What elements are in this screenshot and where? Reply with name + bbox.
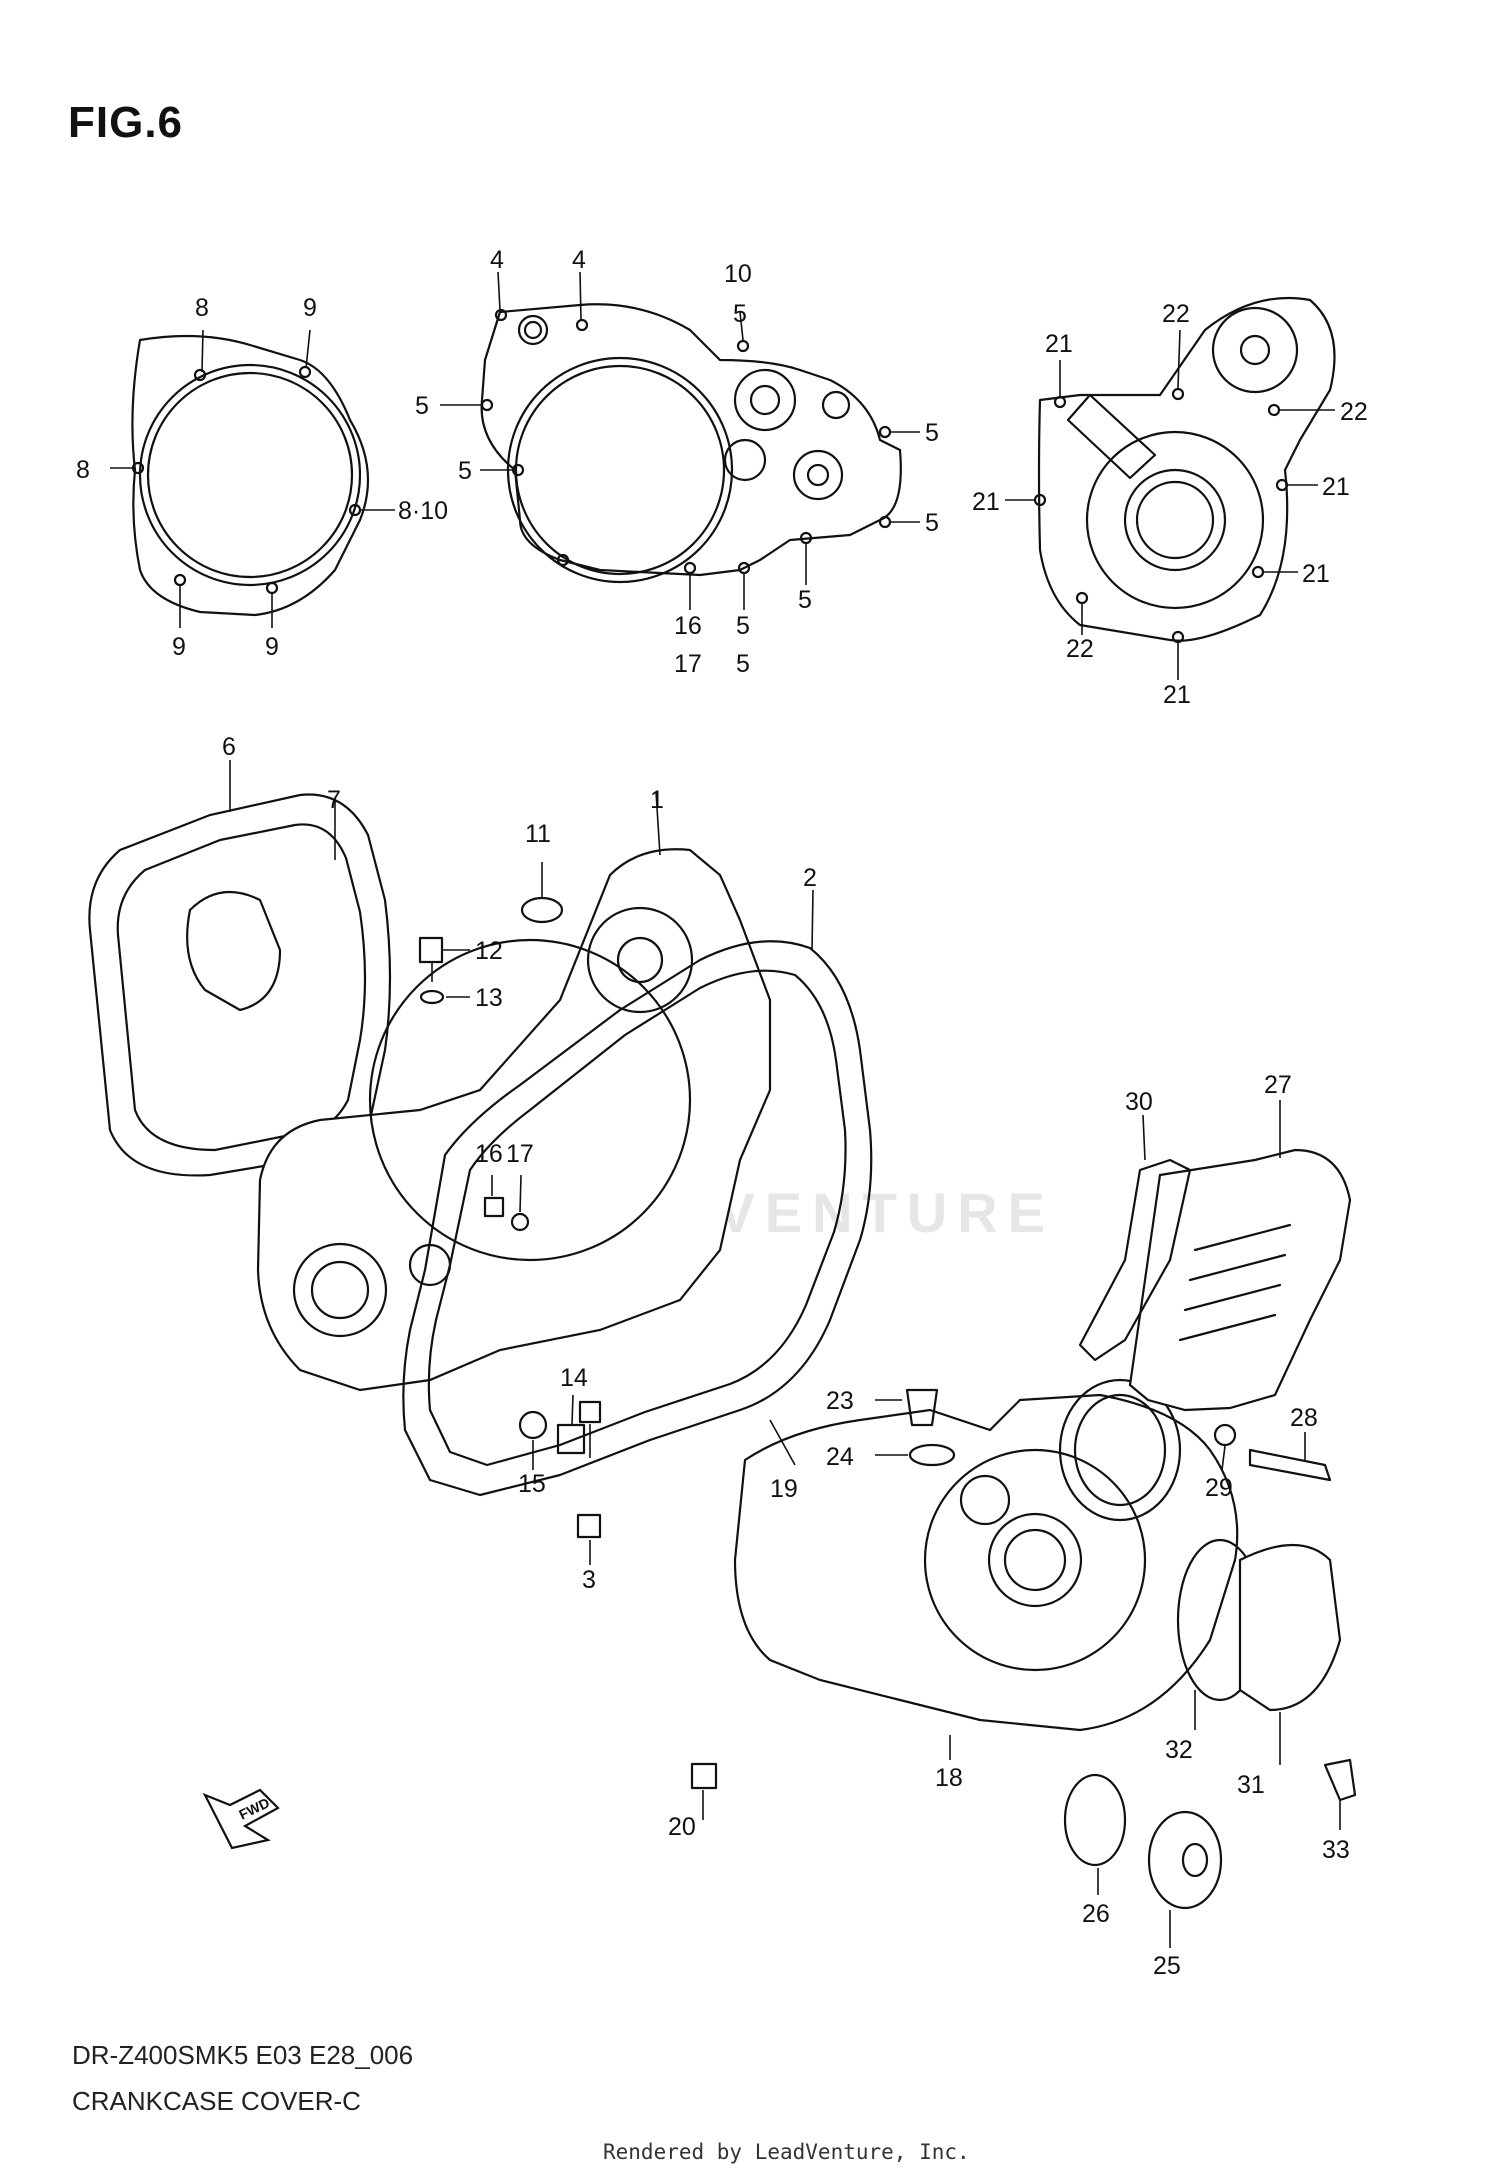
callout-label: 29 <box>1205 1474 1233 1502</box>
callout-label: 16 <box>475 1140 503 1168</box>
callout-label: 1 <box>650 786 664 814</box>
callout-label: 5 <box>736 650 750 678</box>
callout-label: 27 <box>1264 1071 1292 1099</box>
callout-label: 22 <box>1162 300 1190 328</box>
callout-label: 5 <box>415 392 429 420</box>
callout-label: 12 <box>475 937 503 965</box>
callout-labels: 8 9 8 8·10 9 9 4 4 10 5 5 5 5 5 5 5 16 1… <box>76 246 1368 1980</box>
callout-label: 13 <box>475 984 503 1012</box>
magneto-cover-part <box>690 1378 1239 1820</box>
callout-label: 30 <box>1125 1088 1153 1116</box>
callout-label: 33 <box>1322 1836 1350 1864</box>
crankcase-bolt-layout <box>440 271 920 610</box>
callout-label: 14 <box>560 1364 588 1392</box>
callout-label: 15 <box>518 1470 546 1498</box>
magneto-cover-bolt-layout <box>1005 296 1336 680</box>
credit-line: Rendered by LeadVenture, Inc. <box>603 2140 970 2164</box>
callout-label: 21 <box>1045 330 1073 358</box>
figure-title: FIG.6 <box>68 98 184 147</box>
callout-label: 5 <box>733 300 747 328</box>
fwd-arrow-icon: FWD <box>202 1788 280 1850</box>
crankcase-cover-part <box>256 791 772 1392</box>
callout-label: 21 <box>972 488 1000 516</box>
sprocket-cover-parts <box>1078 1100 1352 1482</box>
callout-label: 28 <box>1290 1404 1318 1432</box>
callout-label: 9 <box>265 633 279 661</box>
callout-label: 9 <box>172 633 186 661</box>
callout-label: 8 <box>195 294 209 322</box>
callout-label: 21 <box>1302 560 1330 588</box>
clutch-cover-bolt-layout <box>110 329 395 628</box>
callout-label: 9 <box>303 294 317 322</box>
callout-label: 31 <box>1237 1771 1265 1799</box>
callout-label: 32 <box>1165 1736 1193 1764</box>
callout-label: 26 <box>1082 1900 1110 1928</box>
callout-label: 3 <box>582 1566 596 1594</box>
callout-label: 24 <box>826 1443 854 1471</box>
callout-label: 7 <box>327 786 341 814</box>
clutch-inspection-parts <box>1063 1538 1357 1948</box>
callout-label: 8 <box>76 456 90 484</box>
callout-label: 4 <box>572 246 586 274</box>
oil-filler-parts <box>875 1388 956 1467</box>
callout-label: 5 <box>925 509 939 537</box>
callout-label: 25 <box>1153 1952 1181 1980</box>
callout-label: 23 <box>826 1387 854 1415</box>
callout-label: 17 <box>506 1140 534 1168</box>
model-code: DR-Z400SMK5 E03 E28_006 <box>72 2040 414 2070</box>
figure-name: CRANKCASE COVER-C <box>72 2086 361 2116</box>
callout-label: 10 <box>724 260 752 288</box>
callout-label: 17 <box>674 650 702 678</box>
clutch-cover-part <box>88 760 392 1177</box>
callout-label: 21 <box>1322 473 1350 501</box>
callout-label: 4 <box>490 246 504 274</box>
small-parts <box>418 862 602 1565</box>
callout-label: 16 <box>674 612 702 640</box>
callout-label: 19 <box>770 1475 798 1503</box>
callout-label: 5 <box>458 457 472 485</box>
callout-label: 22 <box>1340 398 1368 426</box>
callout-label: 21 <box>1163 681 1191 709</box>
callout-label: 6 <box>222 733 236 761</box>
callout-label: 11 <box>525 820 551 848</box>
callout-label: 18 <box>935 1764 963 1792</box>
callout-label: 2 <box>803 864 817 892</box>
callout-label: 20 <box>668 1813 696 1841</box>
gasket-part <box>402 889 873 1497</box>
callout-label: 22 <box>1066 635 1094 663</box>
callout-label: 8·10 <box>398 497 448 525</box>
callout-label: 5 <box>798 586 812 614</box>
callout-label: 5 <box>925 419 939 447</box>
callout-label: 5 <box>736 612 750 640</box>
